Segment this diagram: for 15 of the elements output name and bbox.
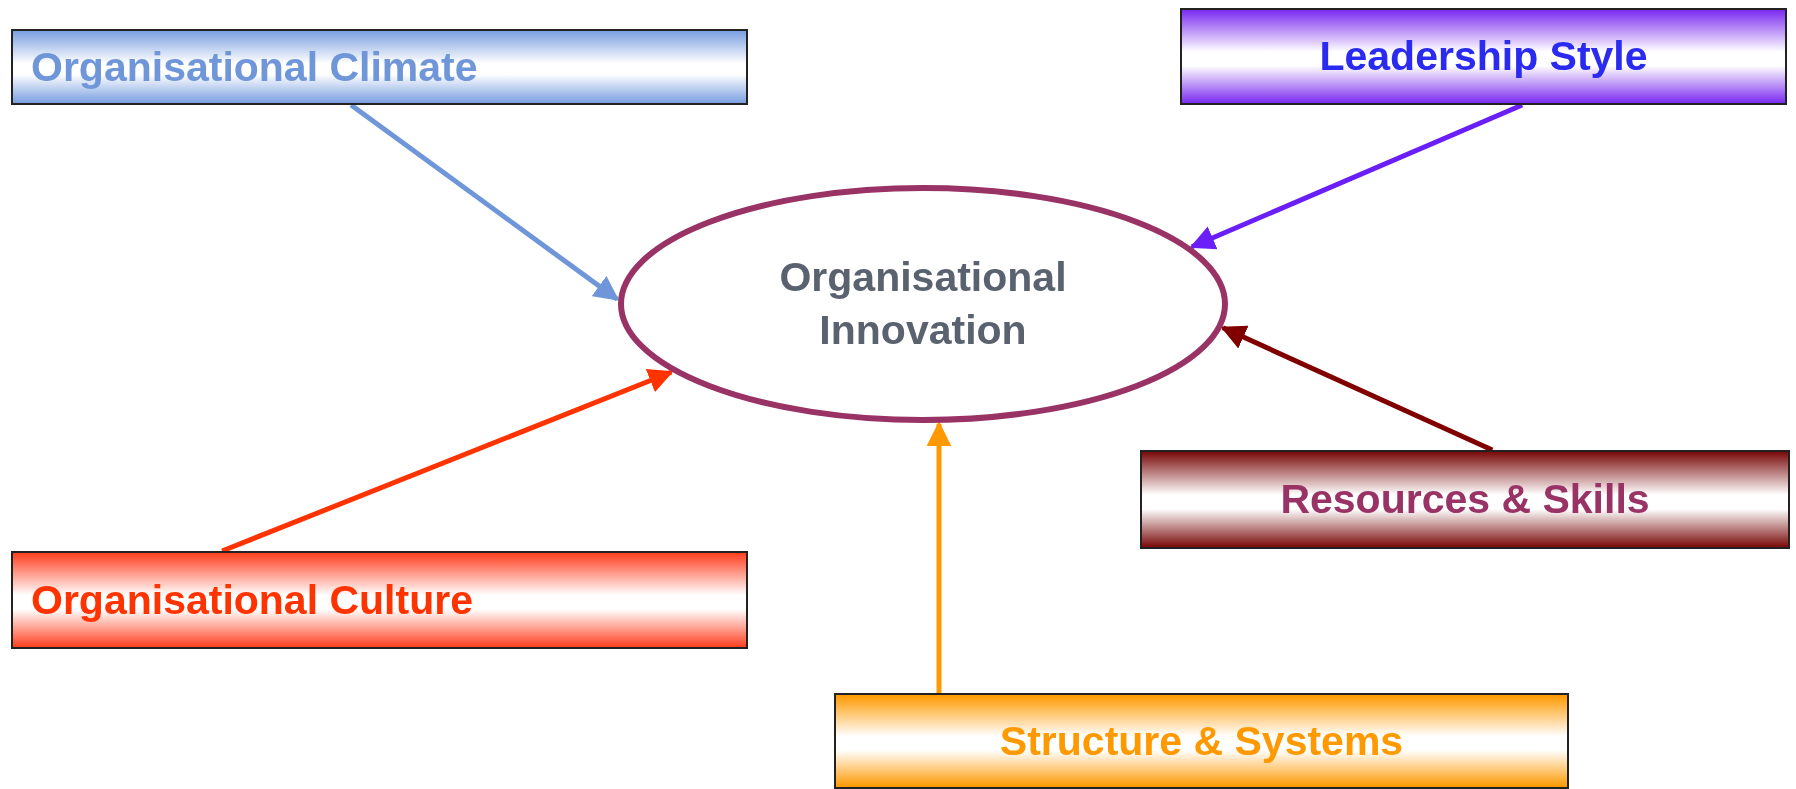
factor-box: [1140, 450, 1790, 549]
factor-box: [834, 693, 1569, 789]
node-label: Resources & Skills: [1279, 476, 1651, 523]
node-label: Organisational Climate: [30, 43, 479, 91]
factor-box: [1180, 8, 1787, 105]
node-label: Leadership Style: [1318, 33, 1649, 80]
arrow: [1220, 325, 1494, 453]
factor-box: [11, 29, 748, 105]
arrow: [926, 421, 952, 693]
node-label: Structure & Systems: [998, 717, 1405, 765]
node-label: Organisational Culture: [30, 576, 474, 624]
ellipse-node: [617, 184, 1229, 424]
factor-box: [11, 551, 748, 649]
node-label: Organisational Innovation: [778, 252, 1068, 355]
arrow: [221, 368, 674, 554]
